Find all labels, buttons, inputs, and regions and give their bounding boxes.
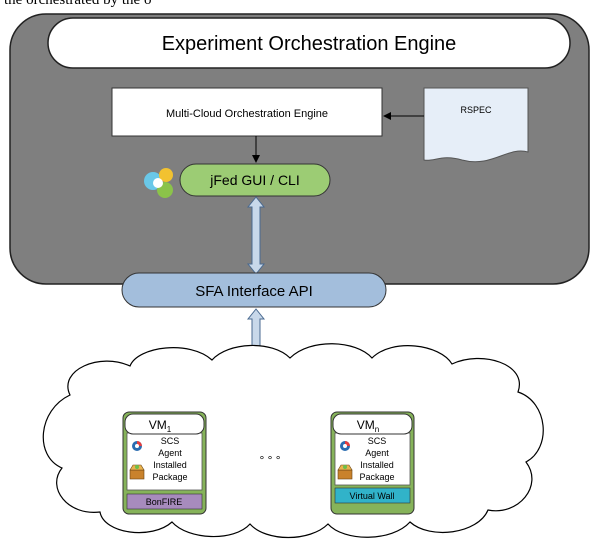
scs-agent-icon	[132, 441, 142, 451]
vm-ellipsis: ° ° °	[259, 453, 280, 467]
top-caption: the orchestrated by the o	[4, 0, 152, 8]
package-icon	[129, 464, 145, 480]
cloud-shape	[42, 343, 544, 539]
vm-1-title: VM1	[149, 418, 172, 434]
vm-n-testbed-badge	[334, 487, 411, 504]
jfed-gui-cli-box	[179, 163, 331, 197]
vm-1-line-4: Package	[152, 472, 187, 482]
multicloud-engine-label: Multi-Cloud Orchestration Engine	[166, 108, 328, 120]
engine-title-pill	[47, 17, 571, 69]
package-icon	[337, 464, 353, 480]
rspec-label: RSPEC	[460, 105, 492, 115]
sfa-interface-api-label: SFA Interface API	[195, 283, 313, 300]
vm-1-line-3: Installed	[153, 460, 187, 470]
vm-n-node: VMn SCS Agent Installed Package Virtual …	[330, 411, 415, 515]
vm-1-testbed-badge	[126, 493, 203, 510]
engine-title: Experiment Orchestration Engine	[162, 33, 457, 55]
vm-n-line-1: SCS	[368, 436, 387, 446]
vm-n-line-3: Installed	[360, 460, 394, 470]
vm-1-header	[124, 413, 205, 435]
scs-agent-icon	[340, 441, 350, 451]
rspec-document	[423, 87, 529, 163]
vm-1-testbed-label: BonFIRE	[146, 497, 183, 507]
vm-n-header	[332, 413, 413, 435]
jfed-logo-icon	[144, 168, 173, 198]
vm-n-line-2: Agent	[365, 448, 389, 458]
jfed-gui-cli-label: jFed GUI / CLI	[209, 172, 299, 188]
vm-n-title: VMn	[357, 418, 379, 434]
vm-1-node: VM1 SCS Agent Installed Package BonFIRE	[122, 411, 207, 515]
vm-n-testbed-label: Virtual Wall	[349, 491, 394, 501]
multicloud-engine-box	[111, 87, 383, 137]
sfa-interface-api-box	[121, 272, 387, 308]
vm-n-line-4: Package	[359, 472, 394, 482]
vm-1-line-2: Agent	[158, 448, 182, 458]
vm-1-line-1: SCS	[161, 436, 180, 446]
